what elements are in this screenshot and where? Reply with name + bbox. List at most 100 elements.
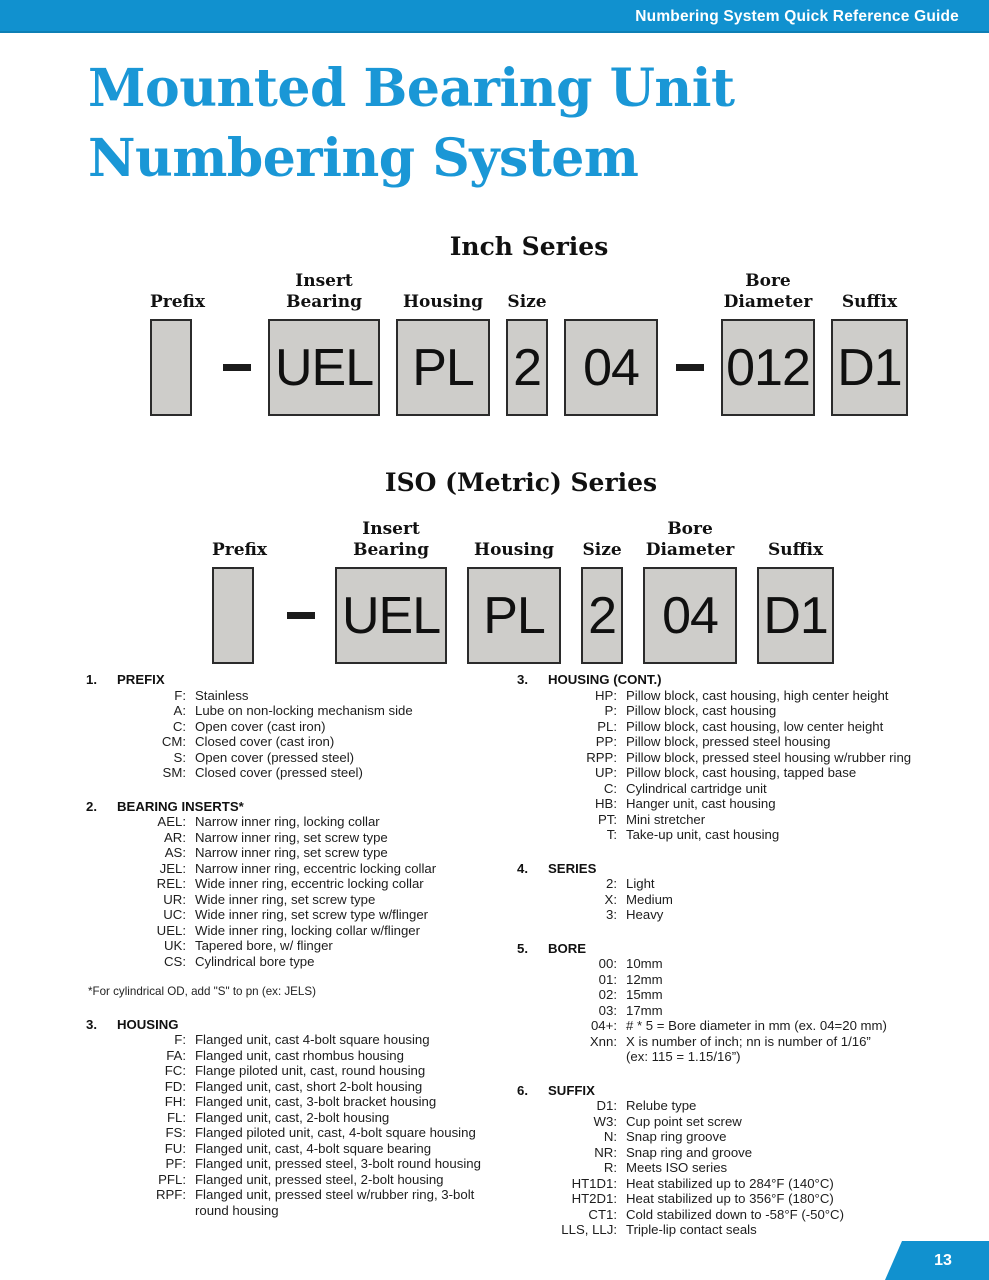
legend-description: Heat stabilized up to 356°F (180°C): [626, 1191, 834, 1206]
diagram-cell: 04: [564, 265, 659, 416]
code-box: 04: [643, 567, 738, 664]
legend-description: Tapered bore, w/ flinger: [195, 938, 333, 953]
legend-code: SM:: [162, 765, 186, 780]
legend-description: Snap ring and groove: [626, 1144, 753, 1160]
legend-description: Lube on non-locking mechanism side: [195, 703, 413, 718]
legend-description: Light: [626, 876, 655, 891]
section-header: 2.BEARING INSERTS*: [86, 799, 510, 815]
legend-row: P:Pillow block, cast housing: [517, 703, 987, 719]
legend-code: UC:: [163, 907, 186, 922]
legend-row: CM:Closed cover (cast iron): [86, 734, 510, 750]
section-number: 2.: [86, 798, 97, 814]
legend-code: P:: [604, 703, 617, 718]
legend-description: Flanged unit, cast, short 2-bolt housing: [195, 1078, 423, 1094]
legend-row: 2:Light: [517, 876, 987, 892]
section-title: SUFFIX: [548, 1082, 595, 1098]
code-box: [150, 319, 192, 416]
legend-row: PT:Mini stretcher: [517, 812, 987, 828]
box-value: PL: [483, 586, 546, 645]
page-title-line1: Mounted Bearing Unit: [88, 58, 735, 119]
legend-code: F:: [174, 1032, 186, 1047]
legend-description: Cold stabilized down to -58°F (-50°C): [626, 1206, 844, 1222]
legend-code: D1:: [596, 1098, 617, 1113]
legend-description: 15mm: [626, 987, 663, 1002]
legend-description: Stainless: [195, 687, 249, 703]
legend-code: UK:: [164, 938, 186, 953]
code-box: 04: [564, 319, 659, 416]
legend-code: FL:: [166, 1109, 186, 1125]
legend-row: PL:Pillow block, cast housing, low cente…: [517, 719, 987, 735]
legend-row: LLS, LLJ:Triple-lip contact seals: [517, 1222, 987, 1238]
legend-code: A:: [173, 703, 186, 718]
legend-code: RPF:: [155, 1187, 186, 1202]
legend-description: 17mm: [626, 1002, 663, 1018]
dash-holder: [221, 319, 252, 416]
legend-description: Medium: [626, 891, 673, 907]
section-header: 4.SERIES: [517, 861, 987, 877]
legend-row: FS: Flanged piloted unit, cast, 4-bolt sq…: [86, 1125, 510, 1141]
section-number: 1.: [86, 672, 97, 687]
legend-code: FS:: [165, 1125, 186, 1140]
legend-description: Pillow block, cast housing, high center …: [626, 687, 889, 703]
legend-row: 03:17mm: [517, 1003, 987, 1019]
legend-code: RPP:: [586, 749, 617, 765]
legend-code: 01:: [598, 971, 617, 987]
legend-row: HP:Pillow block, cast housing, high cent…: [517, 688, 987, 704]
legend-row: C:Cylindrical cartridge unit: [517, 781, 987, 797]
legend-description: Mini stretcher: [626, 811, 706, 827]
field-label: Bore Diameter: [645, 519, 735, 560]
legend-row: AEL:Narrow inner ring, locking collar: [86, 814, 510, 830]
legend-row: 00:10mm: [517, 956, 987, 972]
legend-code: CT1:: [588, 1206, 617, 1222]
field-label: Insert Bearing: [286, 271, 362, 312]
field-label: Size: [507, 292, 547, 312]
legend-row: 04+:# * 5 = Bore diameter in mm (ex. 04=…: [517, 1018, 987, 1034]
legend-code: T:: [606, 827, 617, 842]
section-number: 3.: [517, 672, 528, 687]
legend-description: Pillow block, pressed steel housing w/ru…: [626, 749, 912, 765]
legend-row: FL:Flanged unit, cast, 2-bolt housing: [86, 1110, 510, 1126]
legend-description: Cylindrical cartridge unit: [626, 780, 767, 796]
legend-section: 2.BEARING INSERTS*AEL:Narrow inner ring,…: [86, 799, 510, 970]
page-title-line2: Numbering System: [88, 128, 639, 189]
legend-description: Cylindrical bore type: [195, 953, 315, 969]
legend-row: D1:Relube type: [517, 1098, 987, 1114]
section-title: HOUSING (CONT.): [548, 672, 662, 687]
dash-holder: [287, 567, 316, 664]
legend-description: Flanged piloted unit, cast, 4-bolt squar…: [195, 1125, 476, 1140]
field-label: Prefix: [150, 292, 206, 312]
legend-description: Triple-lip contact seals: [626, 1222, 757, 1237]
legend-code: FD:: [164, 1078, 186, 1094]
legend-row: UP:Pillow block, cast housing, tapped ba…: [517, 765, 987, 781]
legend-code: UR:: [163, 891, 186, 907]
legend-code: HB:: [595, 796, 617, 811]
legend-description: Narrow inner ring, set screw type: [195, 829, 388, 845]
code-box: 2: [506, 319, 549, 416]
section-number: 5.: [517, 940, 528, 956]
legend-row: C:Open cover (cast iron): [86, 719, 510, 735]
field-label: Housing: [403, 292, 484, 312]
code-box: D1: [831, 319, 908, 416]
legend-description: Flanged unit, pressed steel, 3-bolt roun…: [195, 1156, 481, 1171]
legend-code: AS:: [164, 845, 186, 860]
dash-separator: [221, 265, 252, 416]
dash-icon: [287, 612, 316, 619]
legend-row: FD: Flanged unit, cast, short 2-bolt hous…: [86, 1079, 510, 1095]
legend-row: FC:Flange piloted unit, cast, round hous…: [86, 1063, 510, 1079]
banner-title: Numbering System Quick Reference Guide: [635, 7, 959, 25]
legend-row: 01:12mm: [517, 972, 987, 988]
legend-description: Wide inner ring, eccentric locking colla…: [195, 876, 424, 891]
legend-description: Hanger unit, cast housing: [626, 796, 776, 811]
legend-row: PFL:Flanged unit, pressed steel, 2-bolt …: [86, 1172, 510, 1188]
series-heading: Inch Series: [449, 232, 609, 261]
legend-description: Narrow inner ring, eccentric locking col…: [195, 860, 437, 876]
diagram-cell: Prefix: [212, 513, 267, 664]
legend-code: PF:: [165, 1156, 186, 1171]
legend-code: R:: [603, 1160, 617, 1175]
series-heading: ISO (Metric) Series: [384, 468, 658, 497]
code-box: 012: [721, 319, 815, 416]
